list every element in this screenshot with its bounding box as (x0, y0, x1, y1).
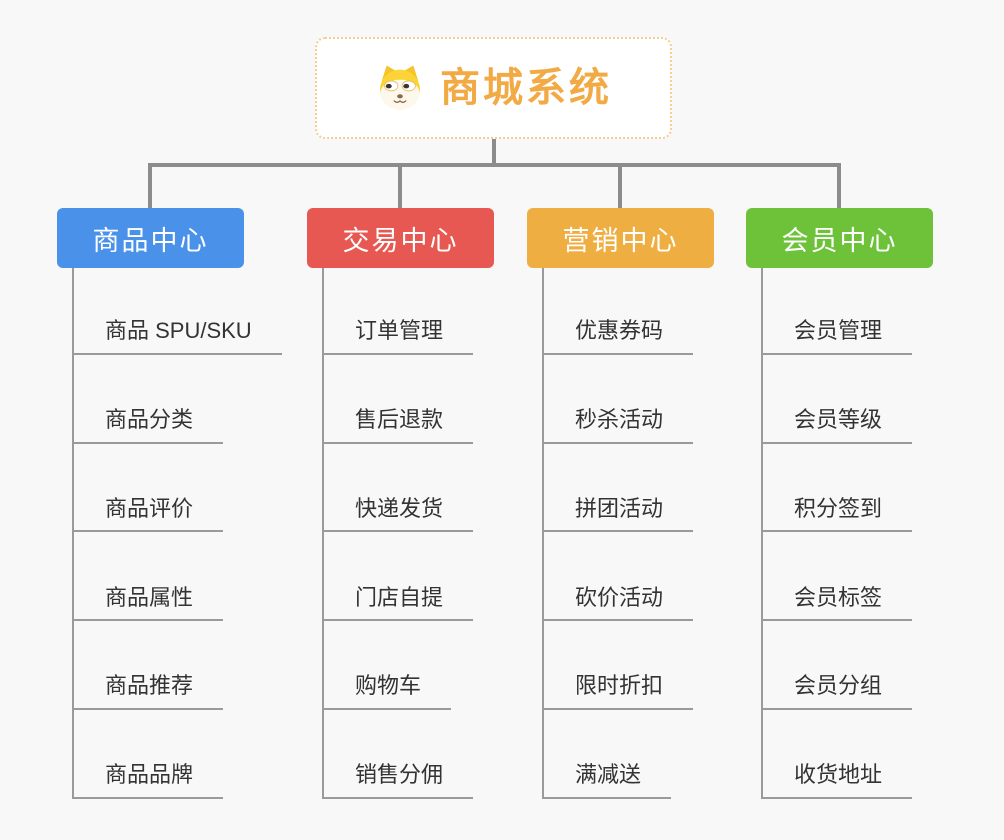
branch-head-trade-center[interactable]: 交易中心 (307, 208, 494, 268)
leaf-label[interactable]: 满减送 (542, 761, 672, 799)
leaf-node: 会员等级 (761, 355, 913, 444)
leaf-node: 商品 SPU/SKU (72, 266, 282, 355)
leaf-node: 会员管理 (761, 266, 913, 355)
connector-drop-member (837, 163, 841, 208)
connector-main-horizontal (148, 163, 841, 167)
leaf-label[interactable]: 会员管理 (761, 317, 913, 355)
branch-spine (72, 268, 74, 799)
leaf-label[interactable]: 会员等级 (761, 406, 913, 444)
leaf-node: 售后退款 (322, 355, 474, 444)
leaf-label[interactable]: 砍价活动 (542, 584, 694, 622)
branch-spine (322, 268, 324, 799)
branch-member-center: 会员中心 会员管理 会员等级 积分签到 会员标签 会员分组 收货地址 (746, 208, 933, 799)
branch-marketing-center: 营销中心 优惠券码 秒杀活动 拼团活动 砍价活动 限时折扣 满减送 (527, 208, 714, 799)
leaf-node: 快递发货 (322, 444, 474, 533)
connector-drop-marketing (618, 163, 622, 208)
leaf-node: 商品属性 (72, 532, 282, 622)
leaf-label[interactable]: 积分签到 (761, 495, 913, 533)
leaf-label[interactable]: 收货地址 (761, 761, 913, 799)
leaf-node: 限时折扣 (542, 621, 694, 710)
leaf-node: 积分签到 (761, 444, 913, 533)
branch-product-center: 商品中心 商品 SPU/SKU 商品分类 商品评价 商品属性 商品推荐 商品品牌 (57, 208, 282, 799)
leaf-label[interactable]: 会员分组 (761, 672, 913, 710)
leaf-label[interactable]: 商品推荐 (72, 672, 224, 710)
leaf-node: 商品推荐 (72, 621, 282, 710)
branch-spine (761, 268, 763, 799)
leaf-node: 订单管理 (322, 266, 474, 355)
branch-trade-center: 交易中心 订单管理 售后退款 快递发货 门店自提 购物车 销售分佣 (307, 208, 494, 799)
connector-drop-trade (398, 163, 402, 208)
leaf-node: 秒杀活动 (542, 355, 694, 444)
leaf-node: 商品分类 (72, 355, 282, 444)
leaf-node: 会员标签 (761, 532, 913, 622)
leaf-node: 拼团活动 (542, 444, 694, 533)
leaf-node: 砍价活动 (542, 532, 694, 622)
leaf-label[interactable]: 优惠券码 (542, 317, 694, 355)
leaf-label[interactable]: 门店自提 (322, 584, 474, 622)
leaf-label[interactable]: 购物车 (322, 672, 452, 710)
leaf-label[interactable]: 商品 SPU/SKU (72, 317, 282, 355)
root-title: 商城系统 (440, 66, 612, 110)
leaf-node: 满减送 (542, 710, 693, 799)
leaf-label[interactable]: 商品分类 (72, 406, 224, 444)
branch-items: 商品 SPU/SKU 商品分类 商品评价 商品属性 商品推荐 商品品牌 (72, 266, 282, 799)
leaf-label[interactable]: 快递发货 (322, 495, 474, 533)
leaf-node: 商品品牌 (72, 710, 282, 799)
dog-face-icon (375, 63, 425, 113)
branch-head-product-center[interactable]: 商品中心 (57, 208, 244, 268)
connector-drop-product (148, 163, 152, 208)
leaf-node: 商品评价 (72, 444, 282, 533)
leaf-node: 购物车 (322, 621, 473, 710)
leaf-node: 门店自提 (322, 532, 474, 622)
leaf-label[interactable]: 商品评价 (72, 495, 224, 533)
branch-spine (542, 268, 544, 799)
branch-items: 优惠券码 秒杀活动 拼团活动 砍价活动 限时折扣 满减送 (542, 266, 694, 799)
leaf-node: 优惠券码 (542, 266, 694, 355)
leaf-label[interactable]: 秒杀活动 (542, 406, 694, 444)
branch-items: 会员管理 会员等级 积分签到 会员标签 会员分组 收货地址 (761, 266, 913, 799)
leaf-node: 销售分佣 (322, 710, 474, 799)
root-node[interactable]: 商城系统 (315, 37, 672, 139)
leaf-node: 会员分组 (761, 621, 913, 710)
leaf-label[interactable]: 售后退款 (322, 406, 474, 444)
leaf-label[interactable]: 订单管理 (322, 317, 474, 355)
branch-head-member-center[interactable]: 会员中心 (746, 208, 933, 268)
leaf-node: 收货地址 (761, 710, 913, 799)
leaf-label[interactable]: 拼团活动 (542, 495, 694, 533)
leaf-label[interactable]: 会员标签 (761, 584, 913, 622)
branch-items: 订单管理 售后退款 快递发货 门店自提 购物车 销售分佣 (322, 266, 474, 799)
leaf-label[interactable]: 商品属性 (72, 584, 224, 622)
leaf-label[interactable]: 销售分佣 (322, 761, 474, 799)
branch-head-marketing-center[interactable]: 营销中心 (527, 208, 714, 268)
leaf-label[interactable]: 商品品牌 (72, 761, 224, 799)
leaf-label[interactable]: 限时折扣 (542, 672, 694, 710)
connector-root-stub (492, 139, 496, 167)
